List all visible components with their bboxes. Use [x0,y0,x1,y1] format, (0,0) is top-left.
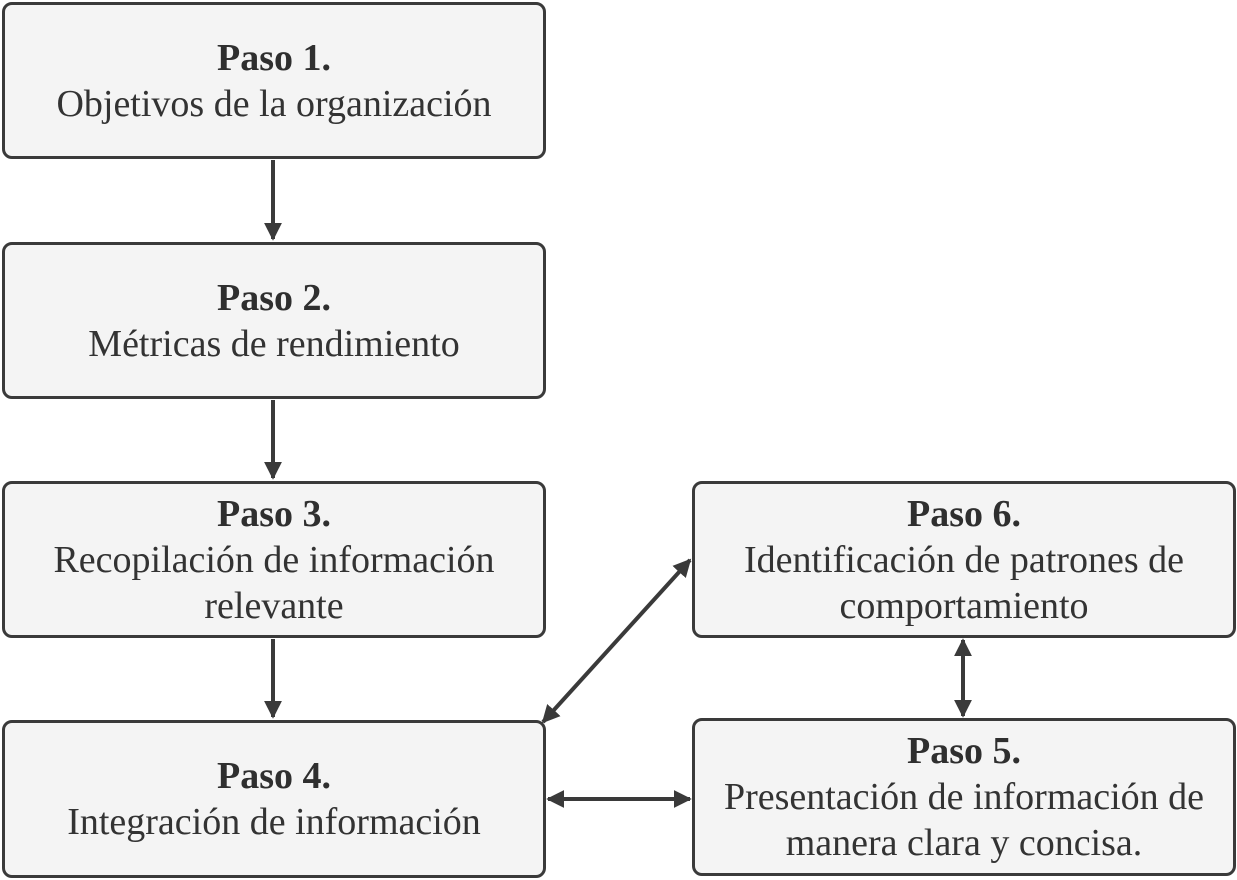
step-3-description-line-1: Recopilación de información [53,538,495,581]
step-5-description-line-1: Presentación de información de [723,776,1205,818]
step-2-title: Paso 2. [217,276,331,319]
step-4-description-line-1: Integración de información [67,801,481,843]
step-1-title: Paso 1. [217,36,331,79]
step-5-title: Paso 5. [907,730,1021,772]
step-2-description-line-1: Métricas de rendimiento [88,322,460,365]
step-5-box: Paso 5. Presentación de información de m… [692,718,1236,876]
step-6-box: Paso 6. Identificación de patrones de co… [692,481,1236,638]
step-4-box: Paso 4. Integración de información [2,720,546,878]
step-3-title: Paso 3. [217,492,331,535]
step-6-title: Paso 6. [907,492,1021,535]
step-1-description-line-1: Objetivos de la organización [56,82,492,125]
step-6-description-line-1: Identificación de patrones de [744,538,1184,581]
step-2-box: Paso 2. Métricas de rendimiento [2,242,546,399]
step-5-description-line-2: manera clara y concisa. [785,822,1143,864]
step-3-box: Paso 3. Recopilación de información rele… [2,481,546,638]
step-4-title: Paso 4. [217,755,331,797]
step-3-description-line-2: relevante [204,584,344,627]
arrow-step-4-step-6-bidirectional [541,558,692,724]
step-6-description-line-2: comportamiento [839,584,1089,627]
step-1-box: Paso 1. Objetivos de la organización [2,2,546,159]
